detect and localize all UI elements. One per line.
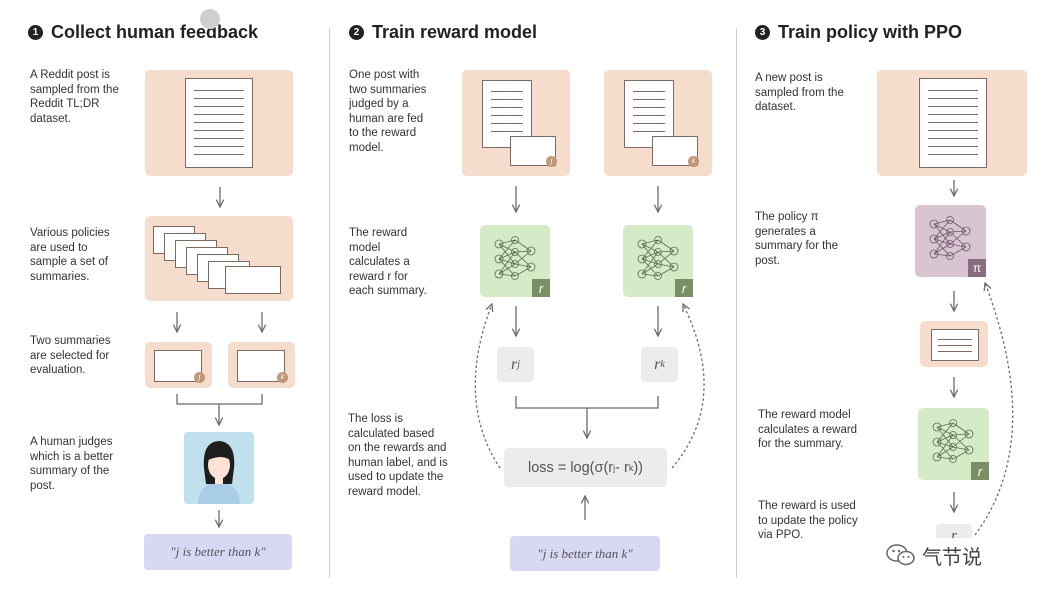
update-arrow-right (671, 304, 705, 469)
cursor-dot (200, 9, 220, 29)
badge-j: j (194, 372, 205, 383)
col3-desc-reward: The reward model calculates a reward for… (758, 409, 858, 450)
reward-tag: r (971, 462, 989, 480)
human-judgement-label: "j is better than k" (144, 534, 292, 570)
post-document-icon (624, 80, 674, 148)
merge-bracket (176, 394, 263, 405)
merge-bracket (515, 396, 659, 409)
new-post-box (877, 70, 1027, 176)
policy-model-box: π (915, 205, 986, 277)
reward-tag: r (675, 279, 693, 297)
post-summary-k-box: k (604, 70, 712, 176)
col2-desc-reward: The reward model calculates a reward r f… (349, 227, 427, 297)
step-3-title-text: Train policy with PPO (778, 22, 963, 42)
neural-net-icon (494, 236, 536, 280)
human-judge-avatar (184, 432, 254, 504)
step-1-number: 1 (28, 25, 43, 40)
col1-desc-selected: Two summaries are selected for evaluatio… (30, 335, 111, 376)
watermark: 气节说 (880, 538, 1036, 572)
neural-net-icon (932, 419, 974, 463)
policy-pi-tag: π (968, 259, 986, 277)
reward-model-j-box: r (480, 225, 550, 297)
step-2-title-text: Train reward model (372, 22, 538, 42)
column-divider-1 (329, 28, 330, 578)
step-3-title: 3 Train policy with PPO (755, 22, 962, 43)
summary-icon (225, 266, 281, 294)
reward-tag: r (532, 279, 550, 297)
reddit-post-box (145, 70, 293, 176)
generated-summary-box (920, 321, 988, 367)
human-label: "j is better than k" (510, 536, 660, 571)
col3-desc-policy: The policy π generates a summary for the… (755, 211, 839, 267)
watermark-text: 气节说 (922, 544, 982, 569)
step-3-number: 3 (755, 25, 770, 40)
step-2-title: 2 Train reward model (349, 22, 537, 43)
col3-desc-update: The reward is used to update the policy … (758, 500, 858, 541)
post-summary-j-box: j (462, 70, 570, 176)
post-document-icon (185, 78, 253, 168)
neural-net-icon (637, 236, 679, 280)
col1-desc-policies: Various policies are used to sample a se… (30, 227, 110, 283)
badge-k: k (688, 156, 699, 167)
policy-update-arrow (974, 283, 1014, 536)
col1-desc-human: A human judges which is a better summary… (30, 436, 114, 492)
col3-desc-post: A new post is sampled from the dataset. (755, 72, 844, 113)
badge-k: k (277, 372, 288, 383)
summary-j-box: j (145, 342, 212, 388)
badge-j: j (546, 156, 557, 167)
col2-desc-loss: The loss is calculated based on the rewa… (348, 413, 448, 498)
reward-model-k-box: r (623, 225, 693, 297)
generated-summary-icon (931, 329, 979, 361)
post-document-icon (919, 78, 987, 168)
summary-k-box: k (228, 342, 295, 388)
wechat-icon (886, 544, 915, 566)
column-divider-2 (736, 28, 737, 578)
col1-desc-post: A Reddit post is sampled from the Reddit… (30, 69, 119, 125)
update-arrow-left (474, 304, 501, 469)
reward-model-box: r (918, 408, 989, 480)
neural-net-icon (929, 216, 971, 260)
sampled-summaries-box (145, 216, 293, 301)
col2-desc-input: One post with two summaries judged by a … (349, 69, 427, 154)
step-2-number: 2 (349, 25, 364, 40)
